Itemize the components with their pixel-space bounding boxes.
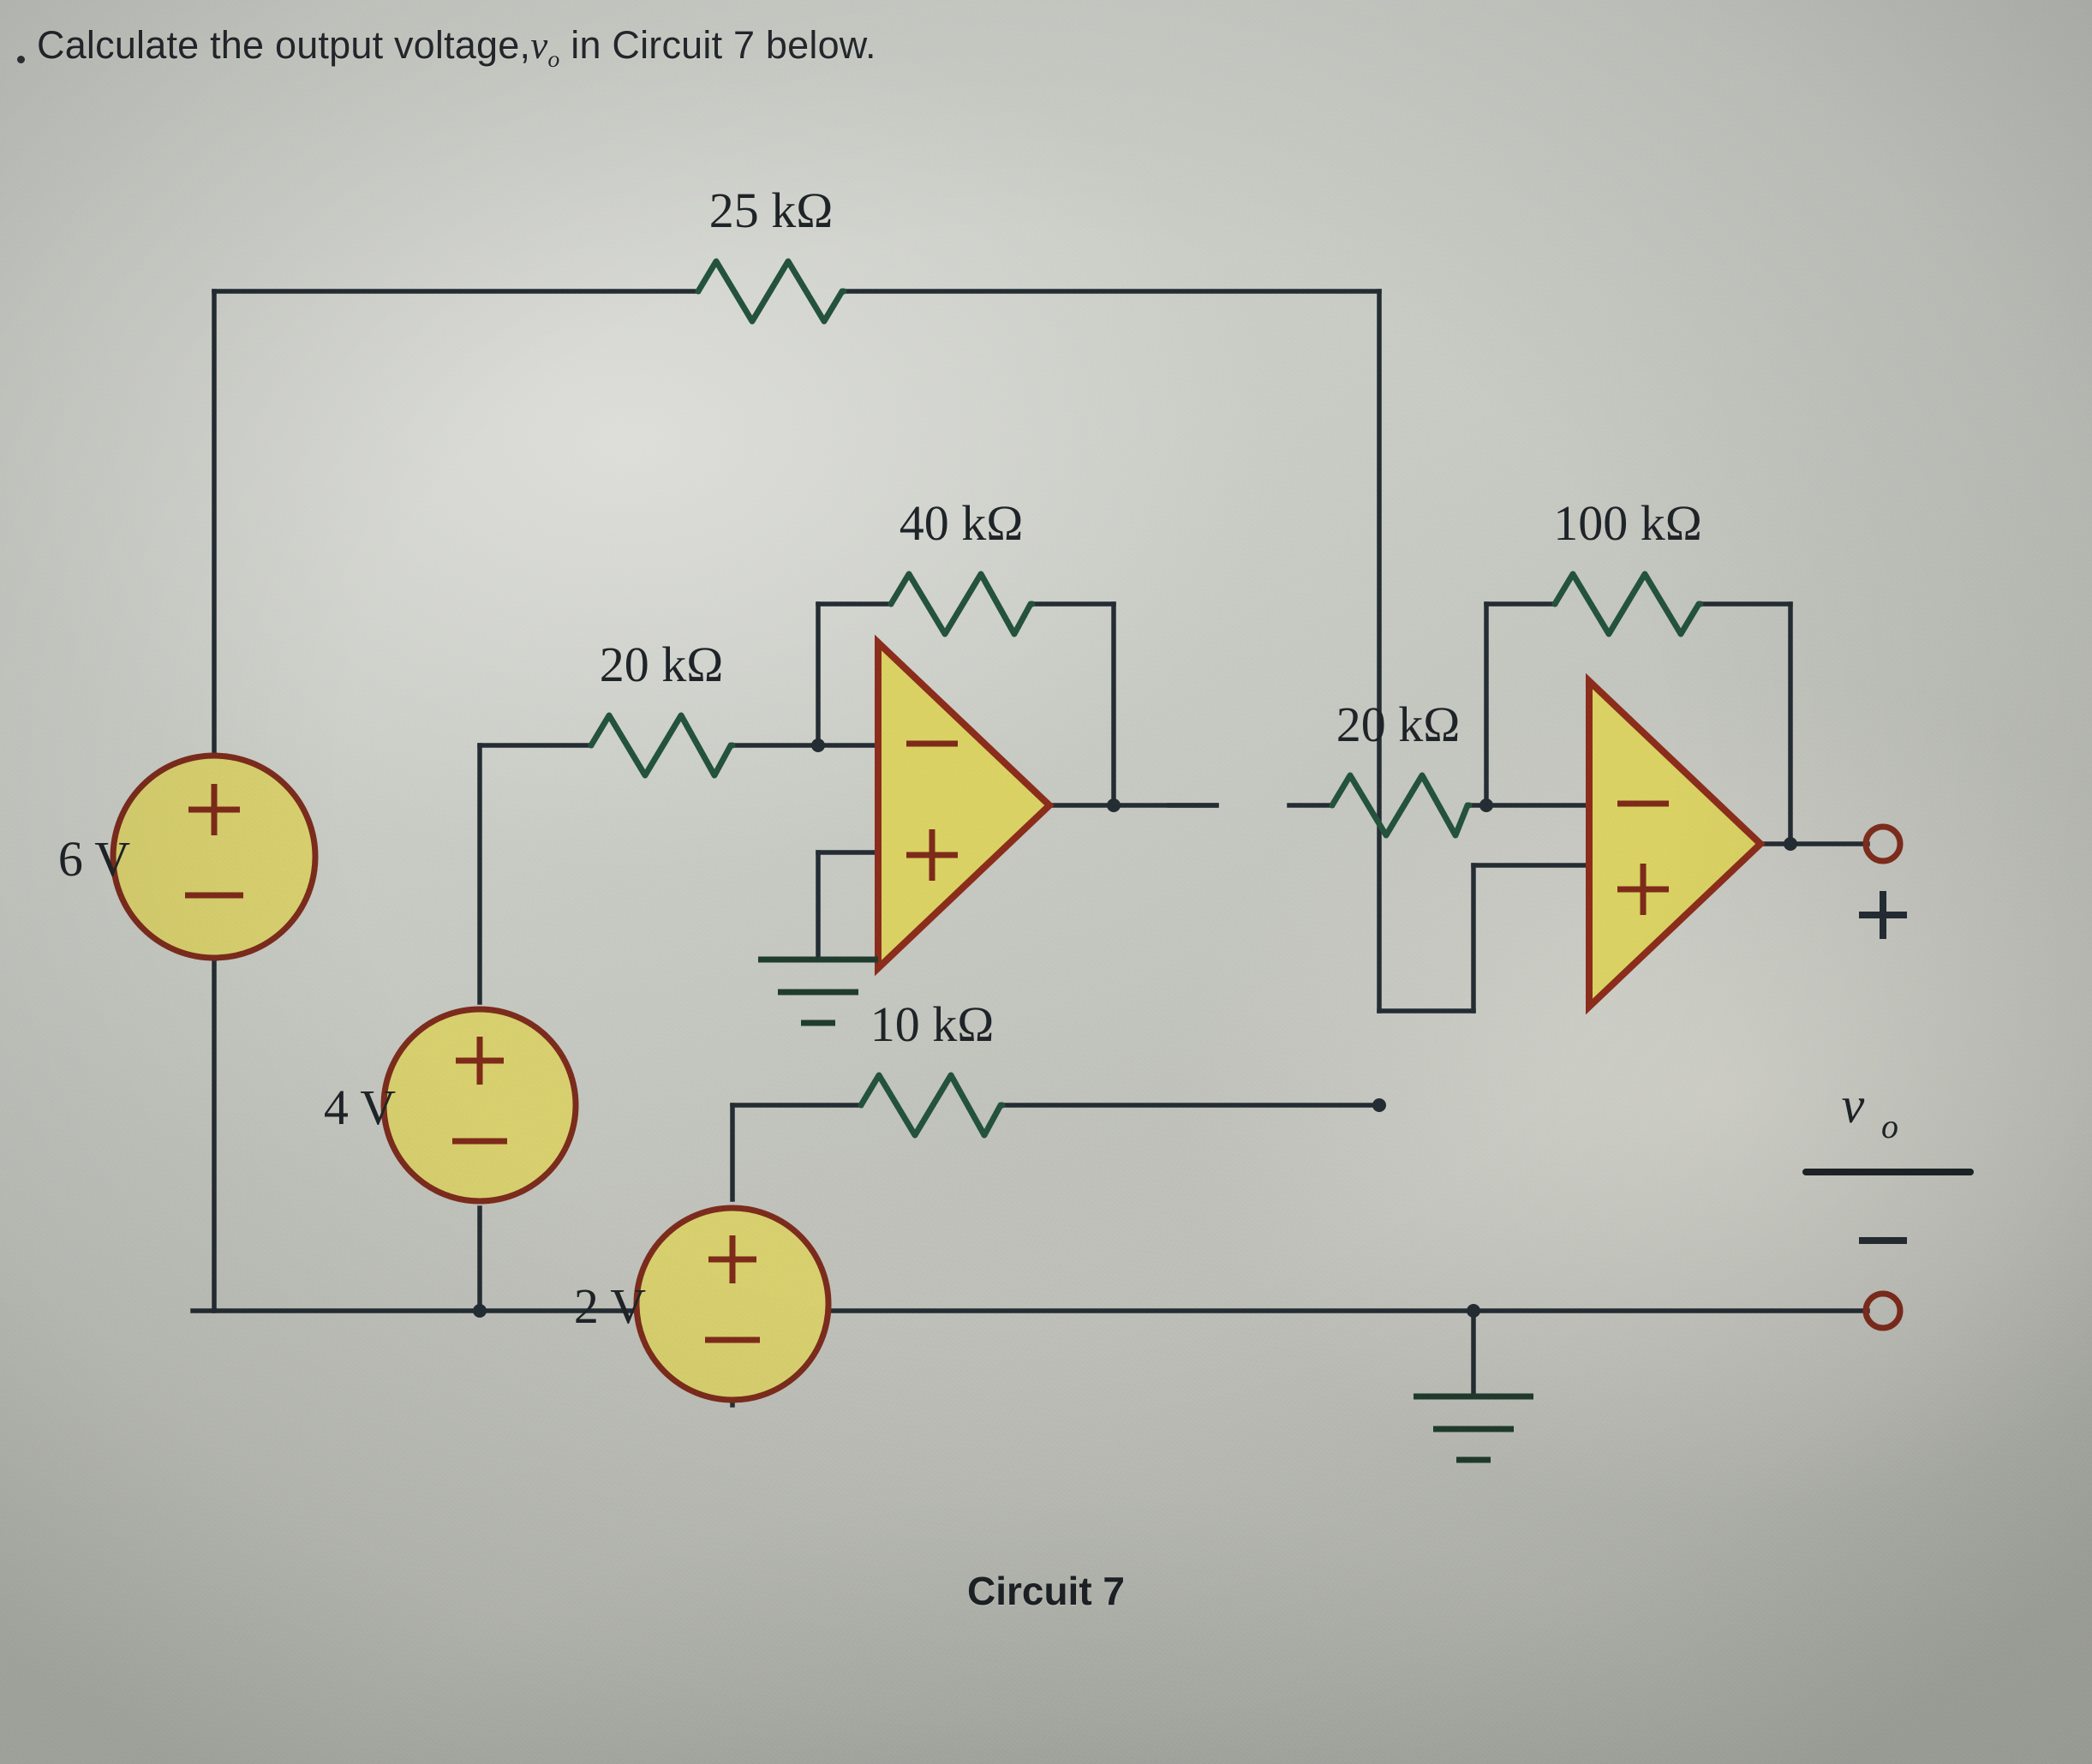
resistor-40k: 40 kΩ [888,495,1036,637]
ground-symbol-1 [758,956,878,1026]
voltage-source-2v-label: 2 V [574,1278,646,1334]
resistor-20k-interstage: 20 kΩ [1329,697,1473,839]
heading-text-before: Calculate the output voltage, [37,22,531,67]
resistor-20k-input: 20 kΩ [588,637,736,779]
voltage-source-6v: 6 V [58,752,319,961]
resistor-40k-label: 40 kΩ [900,495,1024,551]
question-heading: Calculate the output voltage,vo in Circu… [17,14,1388,82]
output-voltage-subscript: o [1881,1107,1898,1145]
resistor-100k-zigzag [1551,571,1704,637]
junction-dot-r10-r25 [1372,1098,1386,1112]
resistor-100k: 100 kΩ [1551,495,1704,637]
opamp-u2 [1586,673,1766,1015]
output-voltage-label: v o [1802,1077,1974,1175]
heading-variable: vo [530,23,559,73]
junction-dot-u2-out [1784,837,1797,851]
heading-text-after: in Circuit 7 below. [571,22,876,67]
junction-dot-u2-minus [1479,798,1493,812]
resistor-40k-zigzag [888,571,1036,637]
figure-caption: Circuit 7 [0,1568,2092,1614]
opamp-u1 [875,634,1055,977]
junction-dot-u1-out [1107,798,1121,812]
ground-symbol-2 [1414,1393,1533,1463]
voltage-source-6v-body [110,752,319,961]
junction-dot-u1-minus [811,738,825,752]
output-voltage-symbol: v [1842,1077,1865,1133]
bullet-icon [17,55,25,63]
figure-caption-text: Circuit 7 [966,1569,1126,1613]
heading-variable-symbol: v [530,23,548,67]
opamp-u1-body [875,634,1055,977]
page-title: Calculate the output voltage,vo in Circu… [37,23,876,74]
voltage-source-4v-body [380,1006,579,1205]
voltage-source-2v: 2 V [574,1205,832,1403]
resistor-20k-input-zigzag [588,712,736,779]
output-plus-sign [1859,891,1907,939]
resistor-25k-zigzag [695,258,847,325]
resistor-25k: 25 kΩ [695,182,847,325]
resistor-20k-input-label: 20 kΩ [600,637,724,692]
resistor-20k-interstage-zigzag [1329,772,1473,839]
resistor-100k-label: 100 kΩ [1553,495,1702,551]
circuit-diagram: 25 kΩ 40 kΩ 20 kΩ 20 kΩ 100 kΩ [0,94,2092,1619]
junction-dot-v4-bottom [473,1304,487,1318]
resistor-20k-interstage-label: 20 kΩ [1336,697,1461,752]
junction-dot-gnd2 [1467,1304,1480,1318]
resistor-10k-label: 10 kΩ [870,996,995,1052]
heading-variable-subscript: o [547,45,560,73]
voltage-source-4v-label: 4 V [324,1079,396,1135]
resistor-10k: 10 kΩ [858,996,1006,1139]
output-terminal-negative[interactable] [1862,1290,1904,1331]
resistor-10k-zigzag [858,1072,1006,1139]
resistor-25k-label: 25 kΩ [709,182,834,238]
voltage-source-2v-body [633,1205,832,1403]
voltage-source-6v-label: 6 V [58,831,130,887]
output-terminal-positive[interactable] [1862,823,1904,864]
voltage-source-4v: 4 V [324,1006,579,1205]
opamp-u2-body [1586,673,1766,1015]
